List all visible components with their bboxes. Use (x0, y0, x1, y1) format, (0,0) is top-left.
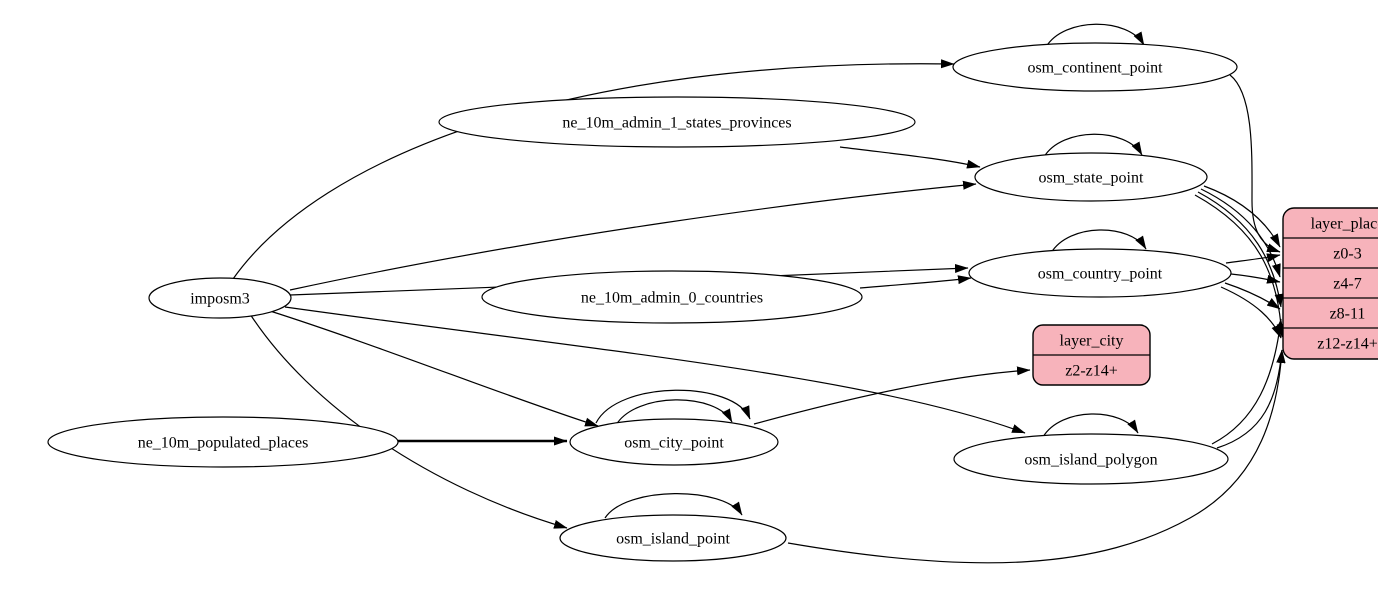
edge-osm_country_point-to-layer_place:z12-z14+ (1220, 286, 1282, 339)
edge-osm_country_point-to-layer_place:z0-3 (1225, 253, 1281, 264)
edge-osm_city_point-to-osm_city_point (595, 389, 751, 424)
node-label-osm_city_point: osm_city_point (624, 435, 724, 452)
edge-osm_city_point-to-layer_city:z2-z14+ (753, 366, 1031, 425)
edge-ne_10m_admin_0_countries-to-osm_country_point (859, 275, 972, 289)
nodes-layer: imposm3 ne_10m_admin_1_states_provincesne… (47, 42, 1238, 562)
edge-osm_island_point-to-osm_island_point (604, 493, 743, 519)
node-imposm3: imposm3 (148, 277, 292, 319)
records-layer: layer_city z2-z14+ layer_place z0-3 z4-7 z8-1… (1032, 207, 1378, 386)
record-row-layer_city-layer_city: layer_city (1060, 333, 1124, 350)
edge-osm_continent_point-to-osm_continent_point (1045, 23, 1145, 48)
edge-osm_island_polygon-to-layer_place:z8-11 (1211, 318, 1284, 445)
node-label-imposm3: imposm3 (190, 291, 250, 308)
edge-imposm3-to-osm_state_point (289, 180, 977, 291)
node-shape-osm_country_point (968, 248, 1232, 298)
node-label-osm_island_polygon: osm_island_polygon (1024, 452, 1157, 469)
node-osm_continent_point: osm_continent_point (952, 42, 1238, 92)
node-label-ne_10m_admin_0_countries: ne_10m_admin_0_countries (581, 290, 763, 307)
edge-osm_island_polygon-to-layer_place:z12-z14+ (1216, 349, 1286, 449)
node-shape-osm_city_point (569, 418, 779, 466)
edge-osm_island_polygon-to-osm_island_polygon (1042, 413, 1139, 438)
edge-osm_state_point-to-layer_place:z0-3 (1203, 185, 1281, 248)
node-ne_10m_admin_0_countries: ne_10m_admin_0_countries (481, 270, 863, 324)
edge-osm_island_point-to-layer_place:z12-z14+ (787, 349, 1286, 564)
edge-osm_country_point-to-osm_country_point (1050, 229, 1147, 254)
node-shape-osm_continent_point (952, 42, 1238, 92)
node-osm_island_polygon: osm_island_polygon (953, 433, 1229, 485)
node-label-osm_state_point: osm_state_point (1039, 170, 1144, 187)
node-shape-ne_10m_populated_places (47, 416, 399, 468)
edge-ne_10m_admin_1_states_provinces-to-osm_state_point (839, 146, 981, 169)
edge-imposm3-to-osm_continent_point (232, 59, 955, 280)
record-row-layer_place-layer_place: layer_place (1311, 216, 1378, 233)
node-osm_state_point: osm_state_point (974, 152, 1208, 202)
record-row-layer_place-z0-3: z0-3 (1333, 246, 1361, 263)
node-osm_island_point: osm_island_point (559, 514, 787, 562)
record-shape-layer_place (1282, 207, 1378, 360)
node-shape-ne_10m_admin_0_countries (481, 270, 863, 324)
edge-osm_state_point-to-layer_place:z12-z14+ (1194, 194, 1286, 338)
record-row-layer_place-z4-7: z4-7 (1333, 276, 1361, 293)
edge-osm_state_point-to-osm_state_point (1043, 133, 1143, 158)
node-label-osm_island_point: osm_island_point (616, 531, 730, 548)
node-shape-ne_10m_admin_1_states_provinces (438, 96, 916, 148)
node-shape-osm_island_polygon (953, 433, 1229, 485)
record-row-layer_place-z12-z14+: z12-z14+ (1317, 336, 1378, 353)
node-shape-osm_island_point (559, 514, 787, 562)
edge-osm_state_point-to-layer_place:z4-7 (1200, 188, 1281, 278)
node-shape-osm_state_point (974, 152, 1208, 202)
node-osm_country_point: osm_country_point (968, 248, 1232, 298)
edge-imposm3-to-osm_city_point (269, 310, 599, 427)
node-label-ne_10m_populated_places: ne_10m_populated_places (138, 435, 309, 452)
record-layer_place: layer_place z0-3 z4-7 z8-11 z12-z14+ (1282, 207, 1378, 360)
edge-osm_state_point-to-layer_place:z8-11 (1197, 191, 1284, 308)
node-shape-imposm3 (148, 277, 292, 319)
node-label-ne_10m_admin_1_states_provinces: ne_10m_admin_1_states_provinces (562, 115, 791, 132)
edge-osm_country_point-to-layer_place:z8-11 (1224, 282, 1281, 310)
node-ne_10m_populated_places: ne_10m_populated_places (47, 416, 399, 468)
record-row-layer_place-z8-11: z8-11 (1330, 306, 1366, 323)
edge-osm_country_point-to-layer_place:z4-7 (1230, 273, 1281, 284)
node-osm_city_point: osm_city_point (569, 418, 779, 466)
node-label-osm_continent_point: osm_continent_point (1027, 60, 1163, 77)
etl-graph-canvas: imposm3 ne_10m_admin_1_states_provincesne… (47, 23, 1378, 564)
record-row-layer_city-z2-z14+: z2-z14+ (1065, 363, 1118, 380)
edge-osm_city_point-to-osm_city_point (615, 399, 733, 426)
node-label-osm_country_point: osm_country_point (1038, 266, 1163, 283)
record-layer_city: layer_city z2-z14+ (1032, 324, 1151, 386)
node-ne_10m_admin_1_states_provinces: ne_10m_admin_1_states_provinces (438, 96, 916, 148)
edge-imposm3-to-osm_island_polygon (284, 306, 1026, 434)
